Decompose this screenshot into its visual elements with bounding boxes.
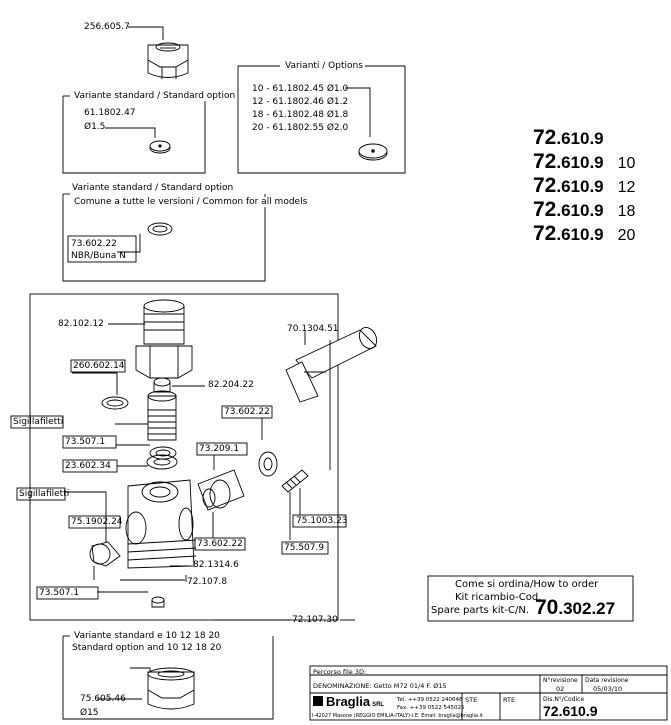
gasket-code-label: 73.602.22 (71, 239, 117, 249)
part-label-73-602-22: 73.602.22 (197, 539, 243, 549)
options-row: 12 - 61.1802.46 Ø1.2 (252, 97, 349, 107)
part-label-73-507-1: 73.507.1 (65, 437, 106, 447)
part-label-75-1003-23: 75.1003.23 (296, 516, 348, 526)
part-label-23-602-34: 23.602.34 (65, 461, 111, 471)
part-label-70-1304-51: 70.1304.51 (287, 324, 339, 334)
part-label-73-602-22: 73.602.22 (224, 407, 270, 417)
title-block-code: 72.610.9 (543, 703, 598, 719)
braglia-logo-icon (313, 696, 323, 706)
options-row: 18 - 61.1802.48 Ø1.8 (252, 110, 349, 120)
variant-box-1-code: 61.1802.47 (84, 108, 136, 118)
part-label-72-107-30: 72.107.30 (292, 615, 338, 625)
company-phone: Tel. ++39 0522 240648 (397, 697, 463, 703)
part-label-82-1314-6: 82.1314.6 (193, 560, 239, 570)
variant-box-1-title: Variante standard / Standard option (72, 91, 238, 101)
part-label-260-602-14: 260.602.14 (73, 361, 125, 371)
company-address: I-42027 Masone (REGGIO EMILIA-ITALY)-I.E… (312, 713, 483, 719)
options-row: 20 - 61.1802.55 Ø2.0 (252, 123, 349, 133)
model-code: 72.610.9 (533, 126, 604, 149)
title-block-revision-label: N°revisione (543, 677, 578, 684)
part-label-75-507-9: 75.507.9 (284, 543, 325, 553)
order-box-line1: Come si ordina/How to order (455, 579, 599, 590)
title-block-date-label: Data revisione (585, 677, 629, 684)
title-block-ste: STE (465, 696, 478, 704)
sigillafiletti-label: Sigillafiletti (13, 417, 64, 427)
options-row: 10 - 61.1802.45 Ø1.0 (252, 84, 349, 94)
title-block-date: 05/03/10 (593, 685, 623, 693)
common-box-title: Comune a tutte le versioni / Common for … (72, 197, 310, 207)
kit-code: 70.302.27 (535, 596, 616, 619)
company-fax: Fax. ++39 0522 545025 (397, 705, 465, 711)
part-label-75-1902-24: 75.1902.24 (71, 517, 123, 527)
sigillafiletti-label: Sigillafiletti (19, 489, 70, 499)
part-label-73-507-1: 73.507.1 (39, 588, 80, 598)
part-label-82-102-12: 82.102.12 (58, 319, 104, 329)
title-block-rte: RTE (503, 696, 516, 704)
part-label-73-209-1: 73.209.1 (199, 444, 240, 454)
part-label-75-605-46-diameter: Ø15 (80, 708, 99, 718)
variant-box-3-subtitle: Standard option and 10 12 18 20 (72, 643, 222, 653)
title-block-description: DENOMINAZIONE: Getto M72 01/4 F. Ø15 (313, 682, 447, 690)
title-block-revision: 02 (556, 685, 565, 693)
options-box-title: Varianti / Options (283, 61, 365, 71)
variant-box-1-diameter: Ø1.5 (84, 122, 106, 132)
part-label-72-107-8: 72.107.8 (187, 577, 228, 587)
order-box-line3: Spare parts kit-C/N. (431, 605, 530, 616)
variant-box-2-title: Variante standard / Standard option (72, 183, 234, 193)
part-label-256-605-7: 256.605.7 (84, 22, 130, 32)
variant-box-3-title: Variante standard e 10 12 18 20 (72, 631, 222, 641)
title-block-code-label: Dis.N°/Codice (543, 696, 585, 703)
gasket-material-label: NBR/Buna N (71, 251, 126, 261)
title-block-path: Percorso file 3D: (313, 668, 367, 676)
order-box-line2: Kit ricambio-Cod. (455, 592, 542, 603)
part-label-82-204-22: 82.204.22 (208, 380, 254, 390)
part-label-75-605-46: 75.605.46 (80, 694, 126, 704)
